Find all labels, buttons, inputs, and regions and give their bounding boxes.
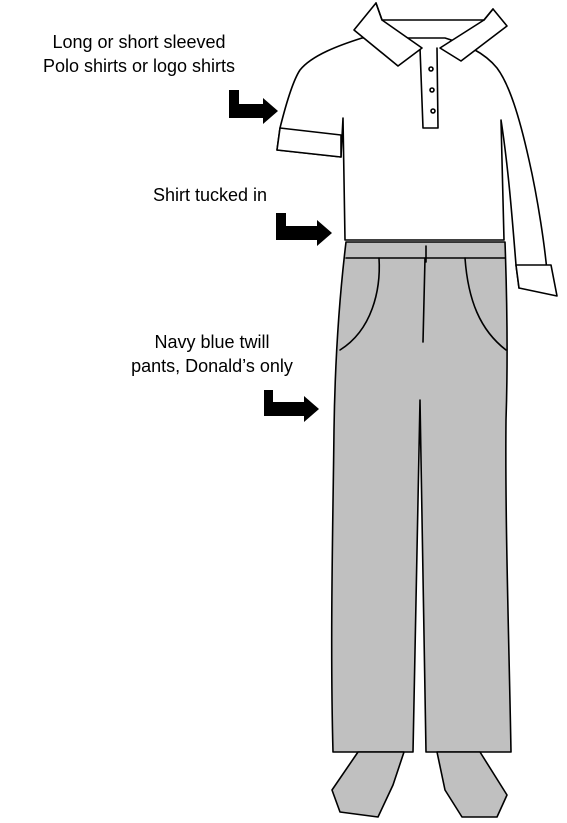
curved-arrow-icon (229, 90, 278, 124)
pants-body (332, 242, 511, 752)
left-shoe (332, 752, 404, 817)
shoes (332, 752, 507, 817)
twill-pants (332, 242, 511, 752)
curved-arrow-icon (276, 213, 332, 246)
right-cuff (516, 265, 557, 296)
collar-back (376, 3, 493, 20)
curved-arrow-icon (264, 390, 319, 422)
right-shoe (437, 752, 507, 817)
